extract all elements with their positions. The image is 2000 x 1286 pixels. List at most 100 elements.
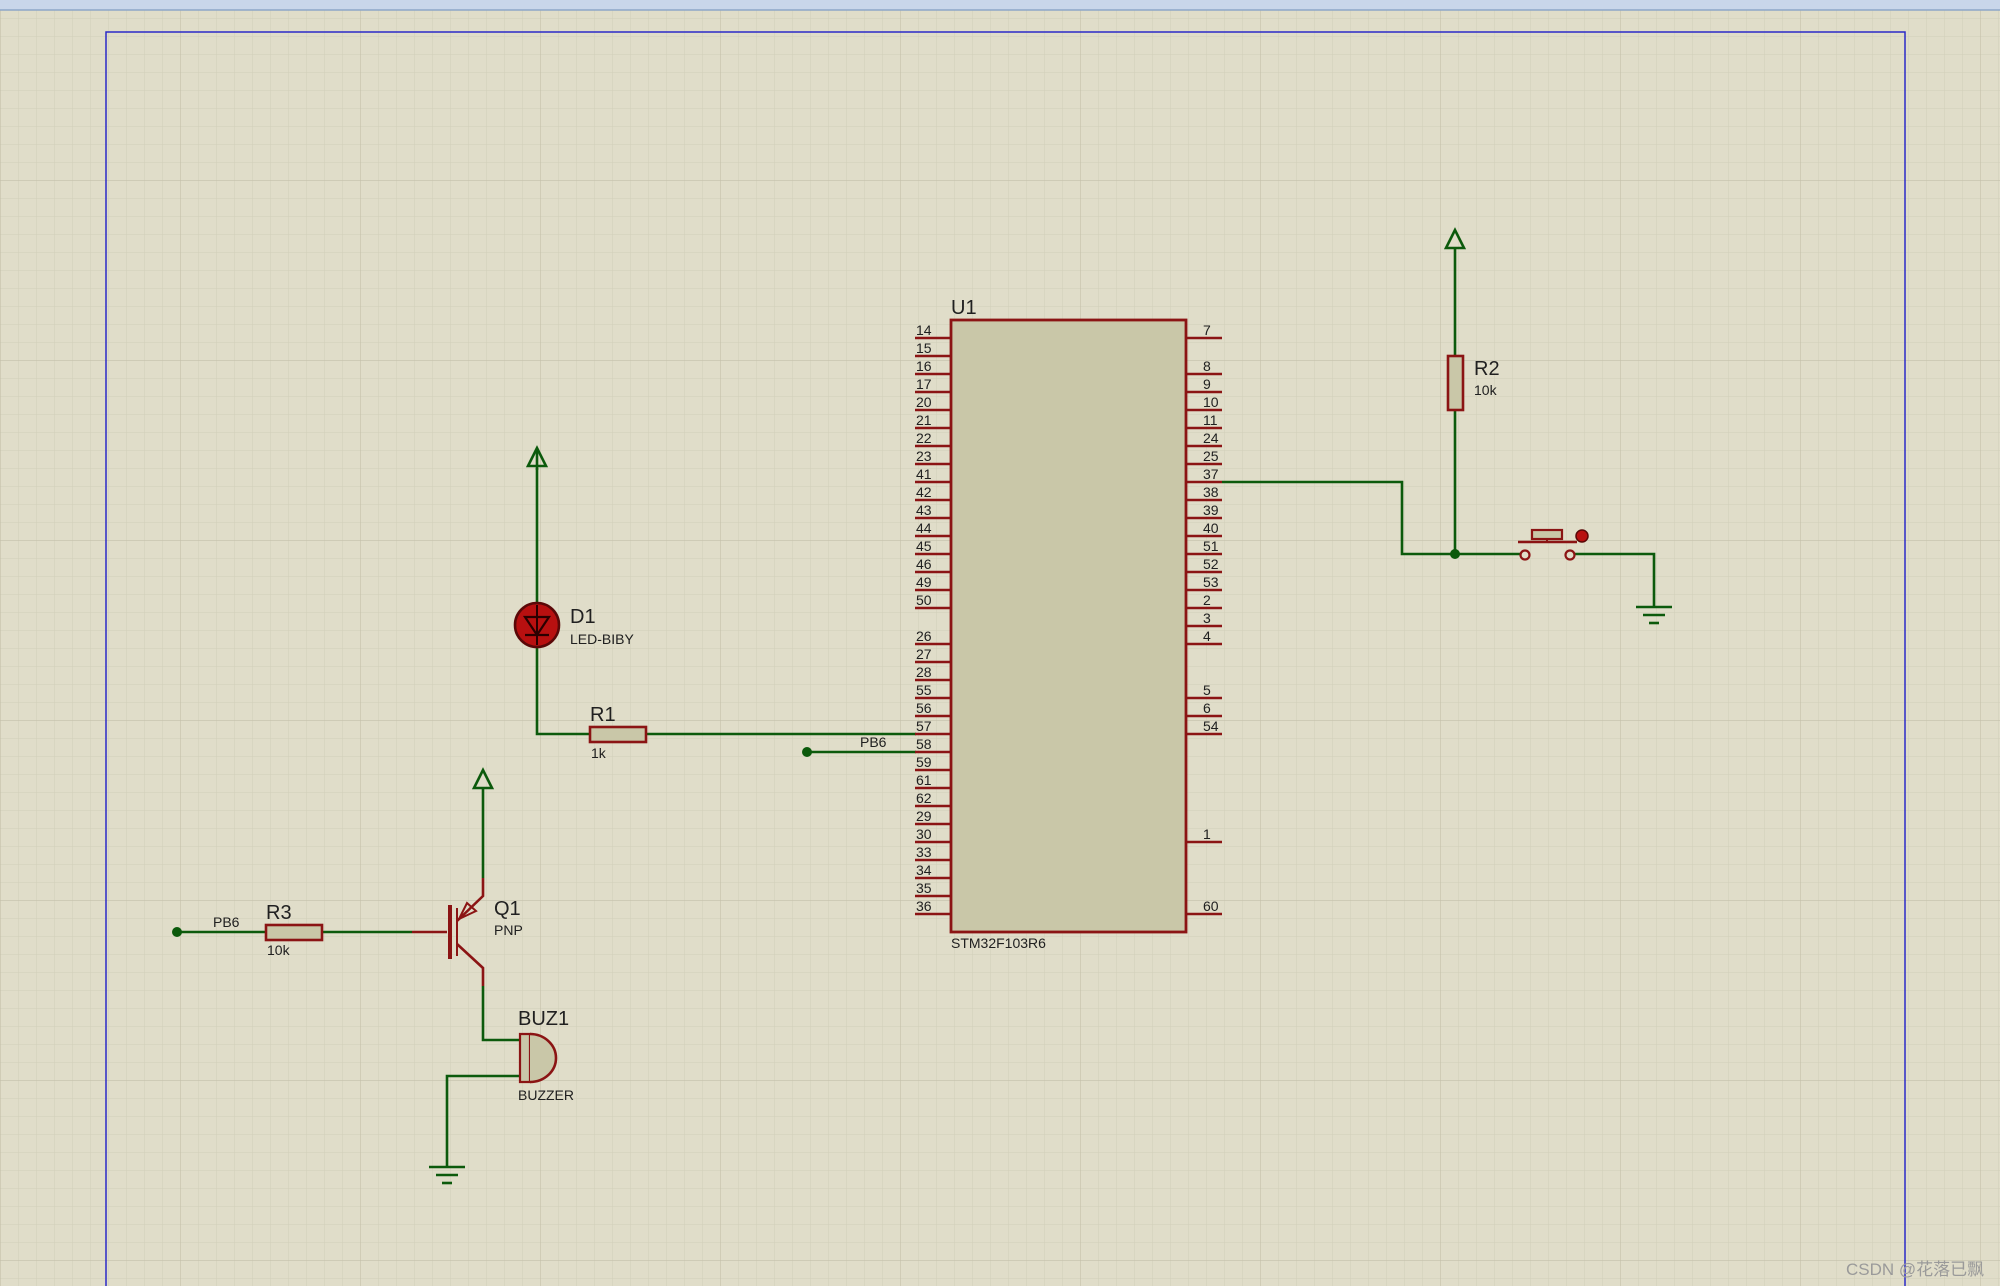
u1-pin-number: 35 xyxy=(916,880,932,896)
u1-pin-number: 41 xyxy=(916,466,932,482)
u1-pin-number: 4 xyxy=(1203,628,1211,644)
sheet-border xyxy=(105,31,1906,1286)
u1-pin-number: 1 xyxy=(1203,826,1211,842)
resistor-r1[interactable] xyxy=(588,725,648,744)
u1-pin-number: 44 xyxy=(916,520,932,536)
r3-value: 10k xyxy=(267,942,291,958)
u1-pin-number: 26 xyxy=(916,628,932,644)
u1-part: STM32F103R6 xyxy=(951,935,1046,951)
u1-pin-number: 42 xyxy=(916,484,932,500)
u1-pin-number: 33 xyxy=(916,844,932,860)
u1-pin-number: 15 xyxy=(916,340,932,356)
wires xyxy=(177,248,1656,1166)
ground-terminal-button[interactable] xyxy=(1636,605,1672,625)
buz1-value: BUZZER xyxy=(518,1087,574,1103)
u1-pin-number: 6 xyxy=(1203,700,1211,716)
u1-pin-number: 16 xyxy=(916,358,932,374)
u1-body[interactable] xyxy=(949,318,1188,934)
u1-pin-number: 40 xyxy=(1203,520,1219,536)
u1-pin-number: 7 xyxy=(1203,322,1211,338)
u1-pin-number: 17 xyxy=(916,376,932,392)
r3-ref: R3 xyxy=(266,902,292,924)
wire-d1-r1[interactable] xyxy=(535,645,590,736)
button-contact-icon xyxy=(1519,549,1531,561)
u1-pin-number: 23 xyxy=(916,448,932,464)
junction-pb6-right xyxy=(802,747,812,757)
push-button[interactable] xyxy=(1518,528,1589,561)
u1-pin-number: 8 xyxy=(1203,358,1211,374)
button-actuator-icon[interactable] xyxy=(1575,529,1589,543)
buzzer-icon xyxy=(529,1032,558,1084)
u1-pin-number: 28 xyxy=(916,664,932,680)
u1-pin-number: 29 xyxy=(916,808,932,824)
wire-buzzer-gnd[interactable] xyxy=(445,1074,520,1166)
u1-pin-number: 30 xyxy=(916,826,932,842)
wire-button-gnd[interactable] xyxy=(1574,552,1656,606)
resistor-r2[interactable] xyxy=(1446,354,1465,412)
u1-pin-number: 21 xyxy=(916,412,932,428)
u1-pin-number: 52 xyxy=(1203,556,1219,572)
u1-pin-number: 5 xyxy=(1203,682,1211,698)
transistor-q1[interactable] xyxy=(412,878,485,986)
u1-pin-number: 27 xyxy=(916,646,932,662)
u1-pin-number: 58 xyxy=(916,736,932,752)
u1-pin-number: 10 xyxy=(1203,394,1219,410)
u1-pin-number: 22 xyxy=(916,430,932,446)
u1-pin-number: 61 xyxy=(916,772,932,788)
power-terminal-q1[interactable] xyxy=(471,767,495,790)
u1-ref: U1 xyxy=(951,297,977,319)
u1-pin-number: 55 xyxy=(916,682,932,698)
buzzer-buz1[interactable] xyxy=(518,1032,558,1084)
junction-pb6-left xyxy=(172,927,182,937)
u1-pin-number: 37 xyxy=(1203,466,1219,482)
u1-pin-number: 39 xyxy=(1203,502,1219,518)
ground-terminal-buzzer[interactable] xyxy=(429,1165,465,1185)
u1-pin-number: 59 xyxy=(916,754,932,770)
u1-pin-number: 45 xyxy=(916,538,932,554)
r1-ref: R1 xyxy=(590,704,616,726)
u1-pin-number: 43 xyxy=(916,502,932,518)
power-arrow-icon xyxy=(471,767,495,790)
net-label-pb6-right: PB6 xyxy=(860,734,887,750)
u1-pin-number: 25 xyxy=(1203,448,1219,464)
watermark: CSDN @花落已飘 xyxy=(1846,1260,1984,1279)
u1-pin-number: 24 xyxy=(1203,430,1219,446)
r2-ref: R2 xyxy=(1474,358,1500,380)
u1-pin-number: 60 xyxy=(1203,898,1219,914)
junction-r2-button xyxy=(1450,549,1460,559)
window-top-strip xyxy=(0,0,2000,10)
resistor-r3[interactable] xyxy=(264,923,324,942)
power-arrow-icon xyxy=(1443,227,1467,250)
wire-q1-buzzer[interactable] xyxy=(481,986,520,1042)
power-terminal-d1[interactable] xyxy=(525,445,549,470)
wire-pc6-node[interactable] xyxy=(1222,480,1522,556)
u1-pin-number: 51 xyxy=(1203,538,1219,554)
u1-pin-number: 3 xyxy=(1203,610,1211,626)
r1-value: 1k xyxy=(591,745,607,761)
u1-pin-number: 57 xyxy=(916,718,932,734)
q1-ref: Q1 xyxy=(494,898,521,920)
u1-pin-number: 9 xyxy=(1203,376,1211,392)
u1-pin-number: 36 xyxy=(916,898,932,914)
u1-pin-number: 34 xyxy=(916,862,932,878)
button-contact-icon xyxy=(1564,549,1576,561)
u1-pin-number: 14 xyxy=(916,322,932,338)
u1-pin-number: 38 xyxy=(1203,484,1219,500)
power-terminal-r2[interactable] xyxy=(1443,227,1467,250)
net-label-pb6-left: PB6 xyxy=(213,914,240,930)
u1-pin-number: 11 xyxy=(1203,412,1218,428)
u1-pin-number: 46 xyxy=(916,556,932,572)
u1-pin-number: 49 xyxy=(916,574,932,590)
u1-pin-number: 54 xyxy=(1203,718,1219,734)
r2-value: 10k xyxy=(1474,382,1498,398)
led-d1[interactable] xyxy=(513,601,561,649)
u1-pin-number: 62 xyxy=(916,790,932,806)
buz1-ref: BUZ1 xyxy=(518,1008,569,1030)
u1-pin-number: 50 xyxy=(916,592,932,608)
q1-value: PNP xyxy=(494,922,523,938)
u1-pin-number: 53 xyxy=(1203,574,1219,590)
d1-ref: D1 xyxy=(570,606,596,628)
u1-pin-number: 56 xyxy=(916,700,932,716)
u1-pin-number: 20 xyxy=(916,394,932,410)
